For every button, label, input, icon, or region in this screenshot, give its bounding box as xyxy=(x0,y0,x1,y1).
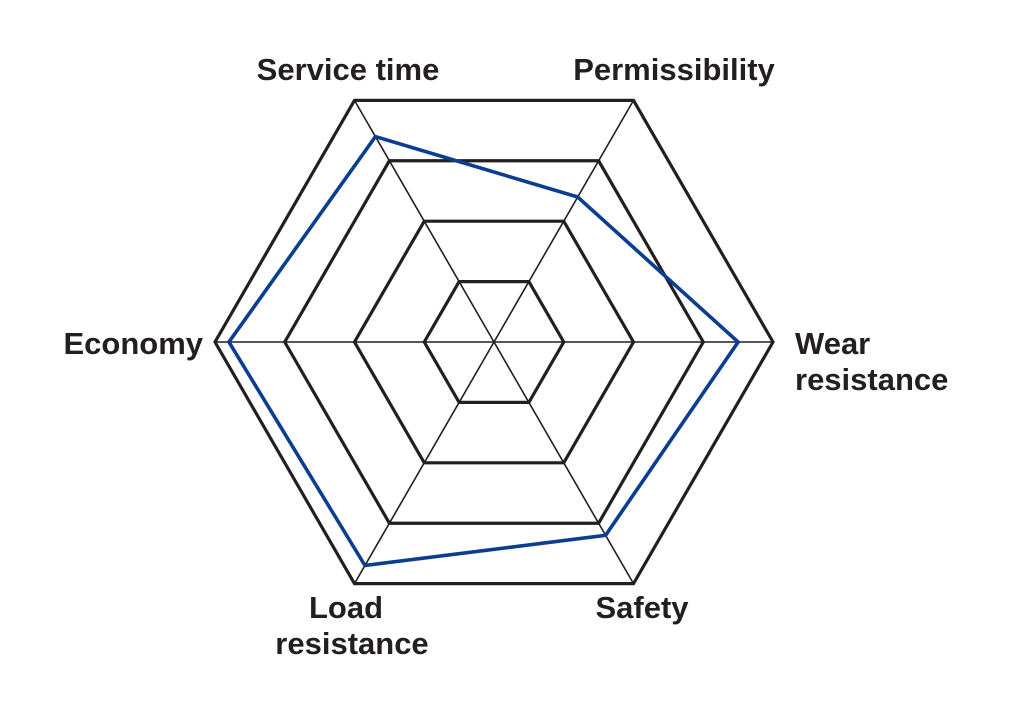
axis-label-safety: Safety xyxy=(595,590,689,625)
axis-label-economy: Economy xyxy=(63,326,203,361)
grid-ring xyxy=(422,279,566,405)
radar-grid xyxy=(213,98,775,586)
radar-series xyxy=(226,134,741,568)
axis-label-service-time: Service time xyxy=(257,52,440,87)
grid-ring xyxy=(282,159,706,525)
grid-ring xyxy=(352,219,636,465)
axis-label-permissibility: Permissibility xyxy=(573,52,775,87)
grid-ring xyxy=(213,98,775,586)
